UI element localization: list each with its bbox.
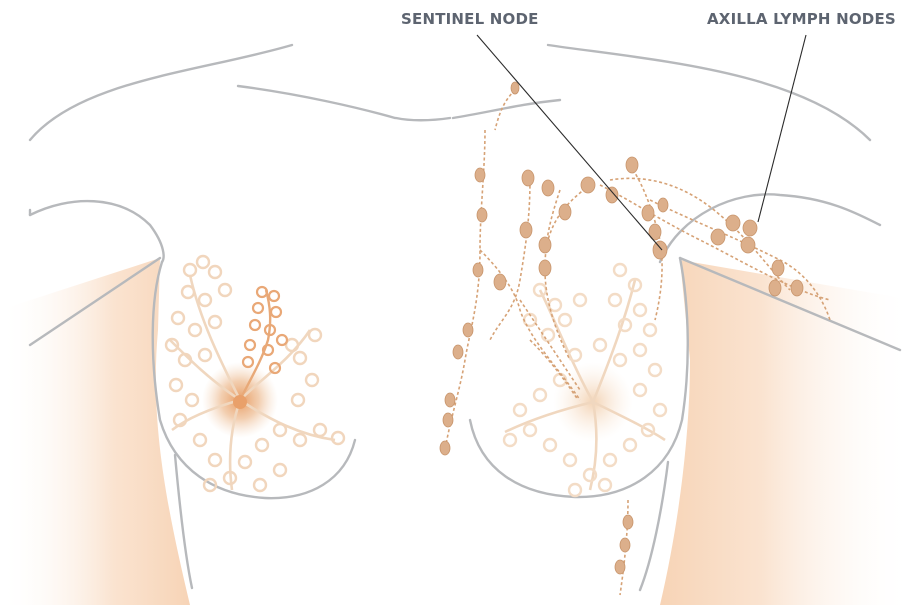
left-arm-shade [0, 258, 190, 605]
left-breast-glands [166, 256, 344, 491]
sentinel-node-label: SENTINEL NODE [401, 10, 539, 28]
right-breast-glands [504, 264, 666, 496]
axilla-lymph-nodes-label: AXILLA LYMPH NODES [707, 10, 896, 28]
sentinel-node-marker [653, 241, 667, 259]
right-arm-shade [660, 260, 913, 605]
